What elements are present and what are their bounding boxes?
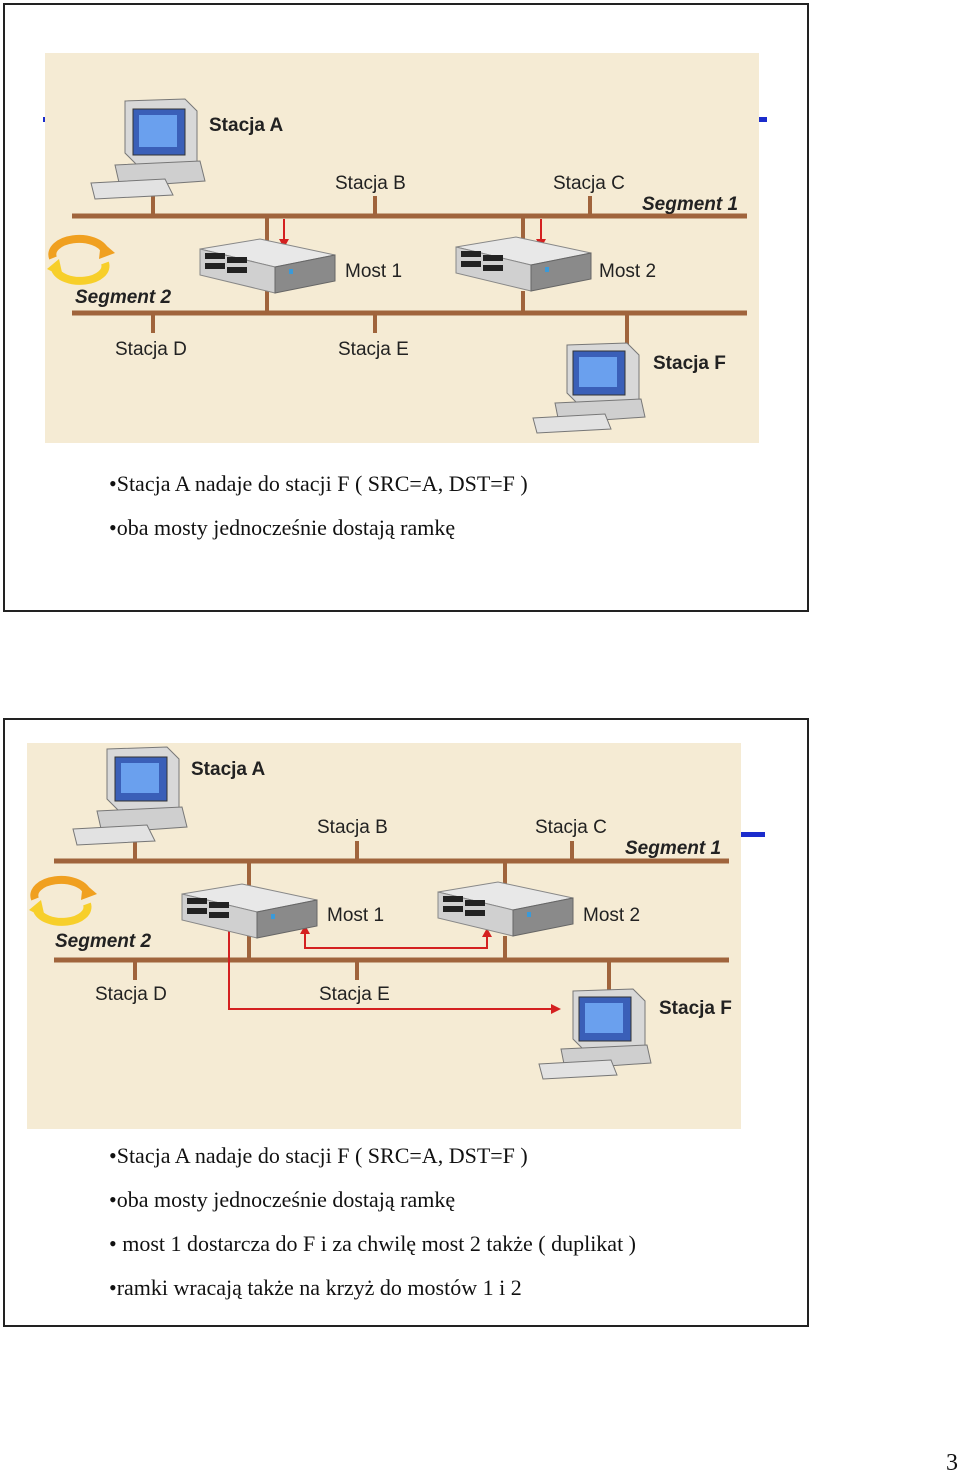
bullet-item: • most 1 dostarcza do F i za chwilę most… xyxy=(109,1231,637,1256)
network-diagram-svg: Stacja A Stacja B Stacja C Segment 1 Mos… xyxy=(29,746,732,1080)
title-underline-right xyxy=(757,117,767,122)
bullet-item: •oba mosty jednocześnie dostają ramkę xyxy=(109,1187,456,1212)
cross-arrowhead-most1 xyxy=(300,925,310,934)
delivery-frame-path xyxy=(228,913,552,1010)
network-diagram: Stacja A Stacja B Stacja C Segment 1 Mos… xyxy=(27,743,741,1129)
label-stacja-b: Stacja B xyxy=(335,173,406,194)
slide-1: Stacja A Stacja B Stacja C Segment 1 Mos… xyxy=(3,3,809,612)
loop-arrows-icon xyxy=(29,875,97,926)
label-segment-2: Segment 2 xyxy=(55,931,152,952)
bullet-item: •Stacja A nadaje do stacji F ( SRC=A, DS… xyxy=(109,1143,528,1168)
computer-icon-stacja-f xyxy=(532,342,646,434)
bullet-list: •Stacja A nadaje do stacji F ( SRC=A, DS… xyxy=(109,462,528,550)
label-stacja-f: Stacja F xyxy=(653,353,726,374)
bridge-icon-most-2 xyxy=(437,881,574,937)
label-most-2: Most 2 xyxy=(599,261,656,282)
frame-arrowhead-most1 xyxy=(279,239,289,248)
slide-2: Stacja A Stacja B Stacja C Segment 1 Mos… xyxy=(3,718,809,1327)
label-most-1: Most 1 xyxy=(345,261,402,282)
cross-arrowhead-most2 xyxy=(482,928,492,937)
label-stacja-b: Stacja B xyxy=(317,817,388,838)
bridge-icon-most-1 xyxy=(199,238,336,294)
computer-icon-stacja-a xyxy=(72,746,188,846)
label-segment-1: Segment 1 xyxy=(642,194,738,215)
computer-icon-stacja-a xyxy=(90,98,206,200)
delivery-arrowhead xyxy=(551,1004,561,1014)
label-stacja-c: Stacja C xyxy=(553,173,625,194)
label-stacja-e: Stacja E xyxy=(319,984,390,1005)
page-number: 3 xyxy=(946,1450,958,1476)
title-underline-right xyxy=(741,832,765,837)
label-most-2: Most 2 xyxy=(583,905,640,926)
label-stacja-a: Stacja A xyxy=(209,115,284,136)
label-stacja-d: Stacja D xyxy=(95,984,167,1005)
label-segment-1: Segment 1 xyxy=(625,838,721,859)
network-diagram-svg: Stacja A Stacja B Stacja C Segment 1 Mos… xyxy=(47,98,747,434)
label-stacja-c: Stacja C xyxy=(535,817,607,838)
computer-icon-stacja-f xyxy=(538,988,652,1080)
bullet-item: •ramki wracają także na krzyż do mostów … xyxy=(109,1275,522,1300)
label-segment-2: Segment 2 xyxy=(75,287,172,308)
bullet-list: •Stacja A nadaje do stacji F ( SRC=A, DS… xyxy=(109,1134,636,1310)
bridge-icon-most-1 xyxy=(181,883,318,939)
label-stacja-a: Stacja A xyxy=(191,759,266,780)
bullet-item: •Stacja A nadaje do stacji F ( SRC=A, DS… xyxy=(109,471,528,496)
label-stacja-f: Stacja F xyxy=(659,998,732,1019)
bridge-icon-most-2 xyxy=(455,236,592,292)
loop-arrows-icon xyxy=(47,234,115,285)
label-stacja-e: Stacja E xyxy=(338,339,409,360)
network-diagram: Stacja A Stacja B Stacja C Segment 1 Mos… xyxy=(45,53,759,443)
label-most-1: Most 1 xyxy=(327,905,384,926)
label-stacja-d: Stacja D xyxy=(115,339,187,360)
cross-frame-path xyxy=(304,929,488,949)
bullet-item: •oba mosty jednocześnie dostają ramkę xyxy=(109,515,456,540)
